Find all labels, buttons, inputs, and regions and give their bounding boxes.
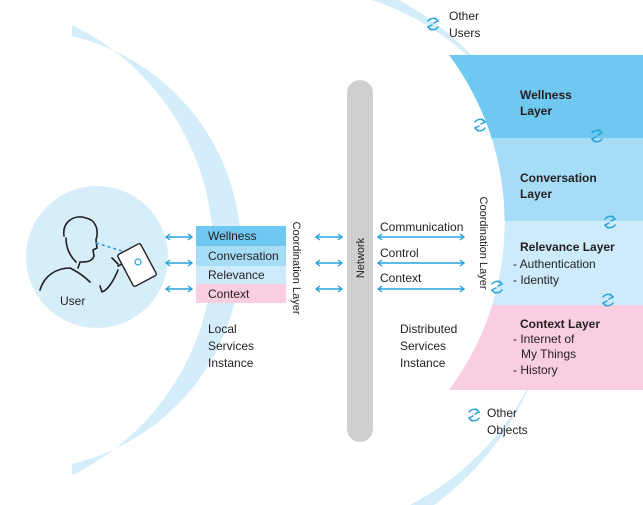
distributed-instance-label: Distributed Services Instance — [400, 322, 461, 370]
user-circle — [26, 186, 168, 328]
channel-context-label: Context — [380, 271, 422, 285]
relevance-item-identity: - Identity — [513, 273, 559, 287]
local-relevance-box — [196, 266, 286, 284]
distributed-layer-stack — [449, 55, 643, 390]
user-person-icon — [39, 216, 131, 293]
sync-icon — [473, 118, 487, 132]
other-users-line-1: Other — [449, 9, 479, 23]
local-coordination-arc — [72, 25, 241, 475]
sync-icon — [467, 408, 481, 422]
wellness-layer-title: Wellness Layer — [520, 88, 575, 118]
wellness-layer-title-line-1: Wellness — [520, 88, 572, 102]
local-instance-label: Local Services Instance — [208, 322, 257, 370]
other-objects-label: Other Objects — [487, 406, 528, 437]
local-conversation-box — [196, 246, 286, 266]
local-relevance-label: Relevance — [208, 268, 265, 282]
distributed-instance-line-1: Distributed — [400, 322, 457, 336]
sync-icons — [426, 17, 617, 422]
local-context-box — [196, 284, 286, 303]
conversation-layer-title: Conversation Layer — [520, 171, 600, 201]
channel-control-label: Control — [380, 246, 419, 260]
relevance-layer-items: - Authentication - Identity — [513, 257, 599, 287]
distributed-coordination-label: Coordination Layer — [477, 197, 489, 290]
context-item-internet-of: - Internet of — [513, 332, 575, 346]
local-conversation-label: Conversation — [208, 249, 279, 263]
conversation-layer-title-line-2: Layer — [520, 187, 552, 201]
relevance-layer-title: Relevance Layer — [520, 240, 615, 254]
conversation-layer-title-line-1: Conversation — [520, 171, 597, 185]
local-wellness-label: Wellness — [208, 229, 256, 243]
other-users-line-2: Users — [449, 26, 480, 40]
user-stack-arrows — [164, 233, 194, 293]
sync-icon — [601, 293, 615, 307]
local-wellness-box — [196, 226, 286, 246]
coordination-network-arrows — [314, 233, 344, 293]
network-bar — [347, 80, 373, 442]
phone-device-icon — [117, 243, 157, 287]
other-objects-line-2: Objects — [487, 423, 528, 437]
other-users-label: Other Users — [449, 9, 482, 40]
other-objects-line-1: Other — [487, 406, 517, 420]
channel-arrows — [376, 233, 466, 293]
sync-icon — [426, 17, 440, 31]
distributed-instance-line-3: Instance — [400, 356, 446, 370]
context-layer-items: - Internet of My Things - History — [513, 332, 579, 377]
local-context-label: Context — [208, 287, 250, 301]
distributed-instance-line-2: Services — [400, 339, 446, 353]
context-item-my-things: My Things — [521, 347, 576, 361]
local-instance-line-3: Instance — [208, 356, 254, 370]
context-layer-title: Context Layer — [520, 317, 600, 331]
local-coordination-label: Coordination Layer — [290, 222, 302, 315]
sync-icon — [590, 129, 604, 143]
relevance-item-authentication: - Authentication — [513, 257, 596, 271]
local-instance-line-2: Services — [208, 339, 254, 353]
wellness-layer-title-line-2: Layer — [520, 104, 552, 118]
local-layer-stack: Wellness Conversation Relevance Context — [196, 226, 286, 303]
network-label: Network — [355, 237, 367, 278]
channel-communication-label: Communication — [380, 220, 463, 234]
context-item-history: - History — [513, 363, 558, 377]
local-instance-line-1: Local — [208, 322, 237, 336]
user-label: User — [60, 294, 85, 308]
sync-icon — [603, 215, 617, 229]
sync-icon — [490, 280, 504, 294]
